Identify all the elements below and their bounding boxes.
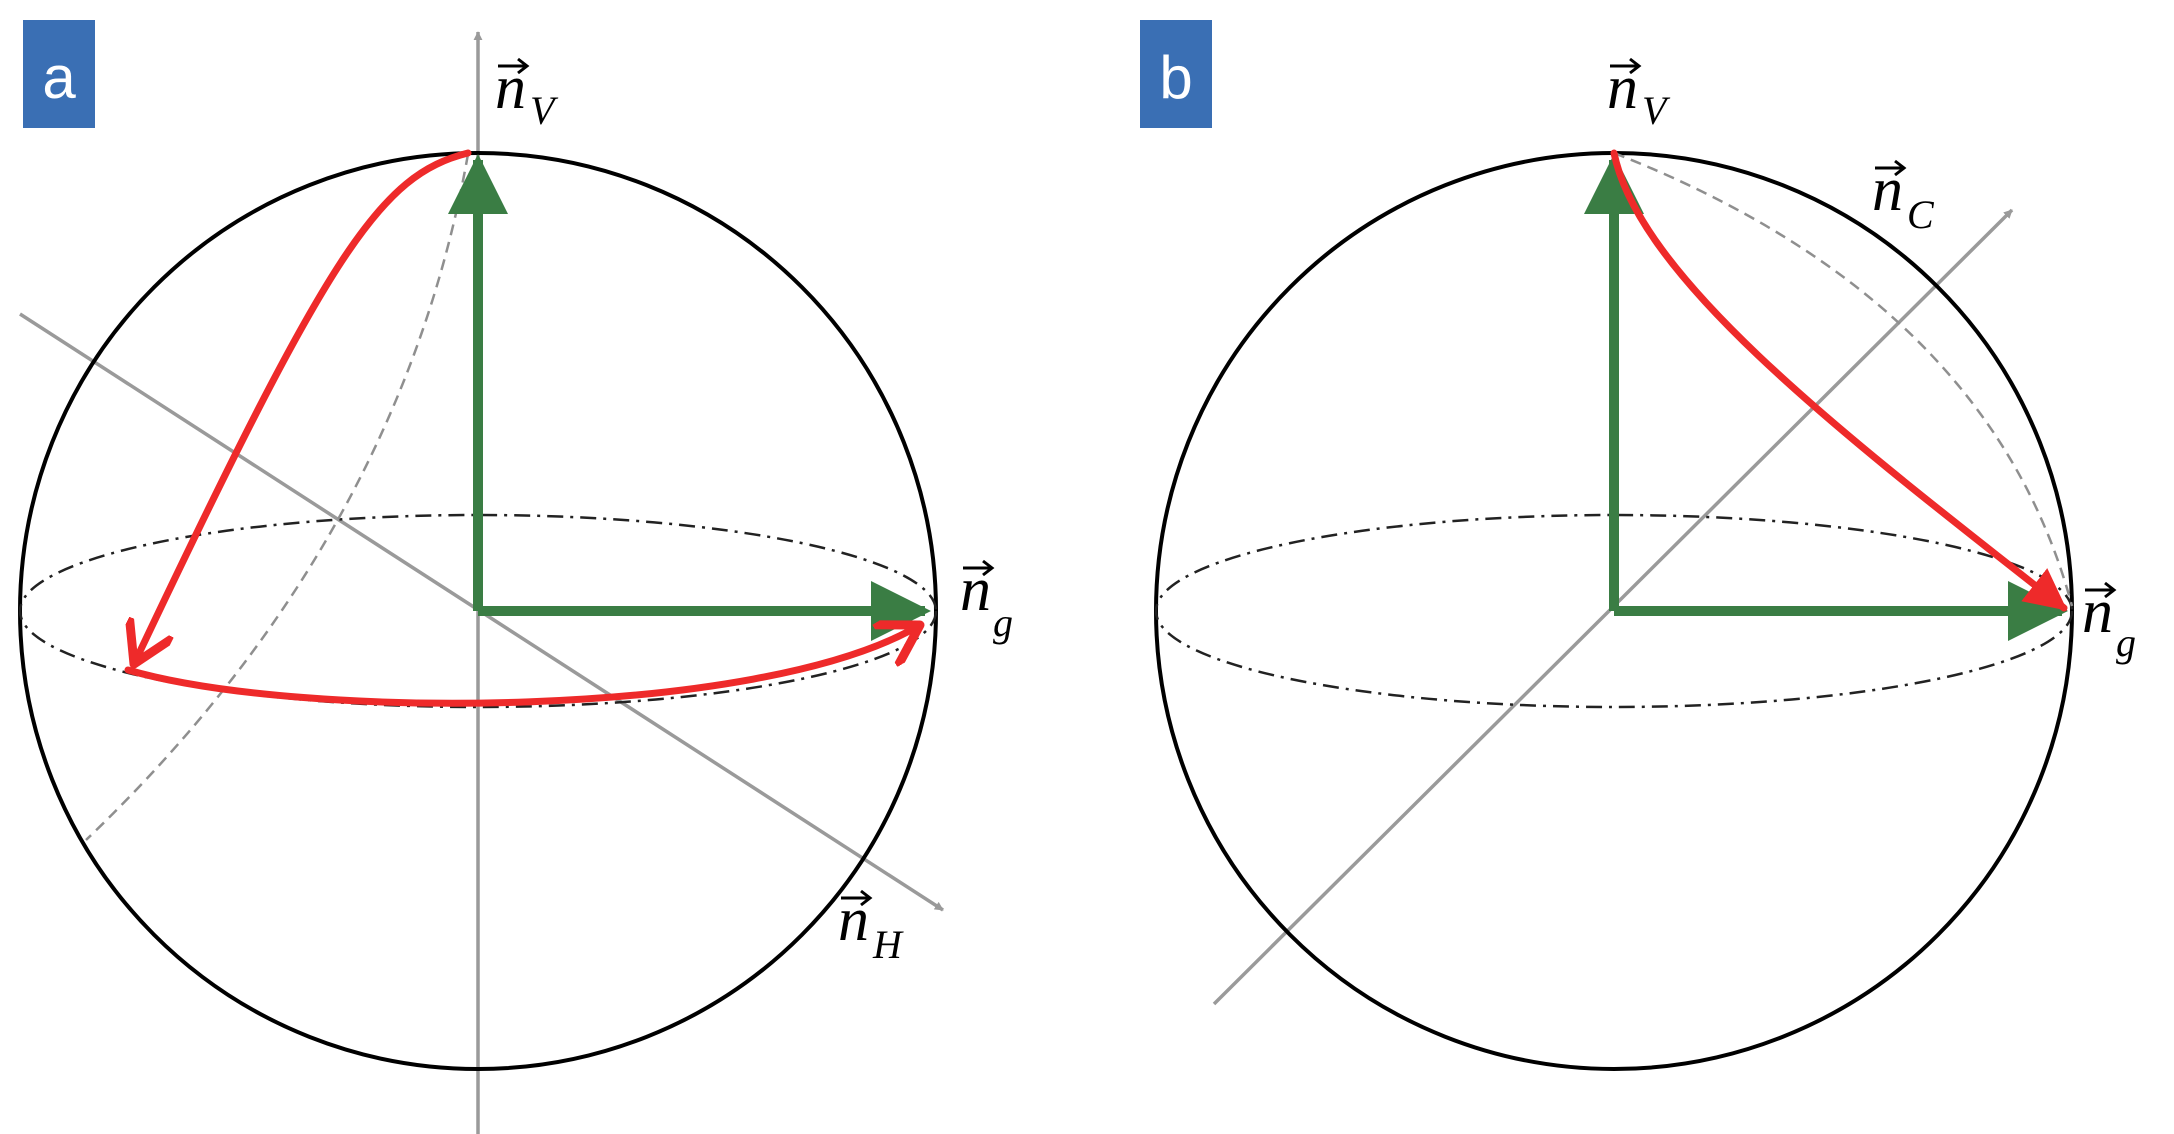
panel-a-label-horizontal: n H <box>838 886 904 967</box>
svg-text:n: n <box>960 556 991 624</box>
svg-text:n: n <box>1607 54 1638 122</box>
panel-a-path-pole-to-equator <box>134 149 472 664</box>
panel-a-badge: a <box>23 20 95 128</box>
panel-a-vector-arrow-icon <box>841 889 873 907</box>
panel-b-label-vertical: n V <box>1607 54 1671 133</box>
panel-b-equator <box>1154 513 2074 709</box>
panel-a-path-along-equator <box>124 625 920 707</box>
svg-text:H: H <box>872 922 904 967</box>
panel-b-vector-arrow-icon <box>2085 581 2117 599</box>
panel-b-badge: b <box>1140 20 1212 128</box>
svg-text:V: V <box>1642 88 1671 133</box>
panel-a-label-ground: n g <box>960 556 1013 645</box>
svg-text:V: V <box>530 88 559 133</box>
panel-a-equator <box>18 513 938 709</box>
panel-b-label-ground: n g <box>2082 578 2136 665</box>
panel-b-label-circular: n C <box>1872 156 1935 237</box>
svg-text:n: n <box>2082 578 2113 646</box>
panel-a-label-vertical: n V <box>495 54 559 133</box>
svg-text:n: n <box>495 54 526 122</box>
panel-a-badge-bg <box>23 20 95 128</box>
panel-b-great-circle <box>1613 151 2074 607</box>
panel-a-vector-arrow-icon <box>963 559 995 577</box>
panel-b-badge-bg <box>1140 20 1212 128</box>
panel-b-vector-arrow-icon <box>1610 57 1642 75</box>
panel-a-label: a <box>42 44 76 111</box>
panel-b-path-pole-to-ground <box>1610 149 2068 612</box>
svg-text:n: n <box>838 886 869 954</box>
panel-a-great-circle <box>85 153 470 841</box>
panel-b: b n V n C n g <box>1140 20 2136 1071</box>
svg-text:n: n <box>1872 156 1903 224</box>
svg-text:g: g <box>993 600 1013 645</box>
svg-text:C: C <box>1907 192 1935 237</box>
svg-text:g: g <box>2116 620 2136 665</box>
panel-b-vector-arrow-icon <box>1875 159 1907 177</box>
panel-a: a n V n g n H <box>18 20 1013 1134</box>
panel-b-label: b <box>1159 44 1192 111</box>
panel-a-vector-arrow-icon <box>498 57 530 75</box>
